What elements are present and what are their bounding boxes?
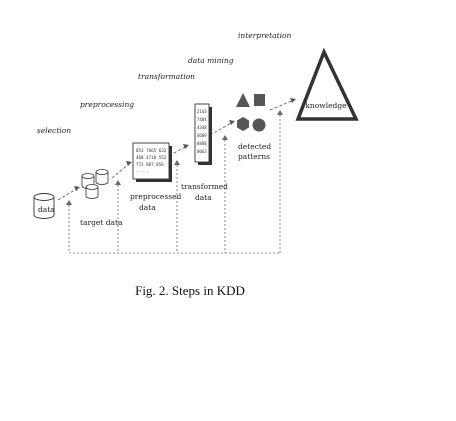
stage-preprocessed-line2: data — [139, 203, 156, 212]
step-arrows — [57, 99, 295, 201]
transformed-row: 8888 — [197, 141, 207, 146]
preprocessed-table-rows: 853 7665 632 468 4718 552 773 887 856 - … — [136, 148, 167, 174]
transformed-row: 6609 — [197, 133, 207, 138]
table-row: - - - — [136, 169, 149, 174]
feedback-lines — [68, 115, 281, 254]
stage-transformed-line2: data — [195, 193, 212, 202]
hexagon-shape — [237, 117, 249, 131]
square-shape — [254, 94, 265, 106]
stage-target-data: target data — [80, 218, 123, 227]
circle-shape — [252, 118, 266, 132]
step-arrowheads — [74, 98, 296, 191]
transformed-row: 0063 — [197, 149, 207, 154]
transformed-row: 4348 — [197, 125, 207, 130]
step-data-mining: data mining — [188, 56, 234, 65]
table-row: 853 7665 632 — [136, 148, 167, 153]
patterns-shapes-icon — [236, 93, 266, 132]
transformed-row: 7404 — [197, 117, 207, 122]
table-row: 773 887 856 — [136, 162, 164, 167]
stage-transformed-line1: transformed — [181, 182, 228, 191]
step-selection: selection — [37, 126, 71, 135]
target-data-cylinders-icon — [81, 169, 109, 199]
triangle-shape — [236, 93, 250, 107]
figure-caption: Fig. 2. Steps in KDD — [135, 283, 245, 298]
step-preprocessing: preprocessing — [80, 100, 134, 109]
transformed-data-icon — [194, 103, 212, 165]
stage-patterns-line2: patterns — [238, 152, 270, 161]
data-cylinder-icon — [33, 193, 55, 219]
step-interpretation: interpretation — [238, 31, 292, 40]
knowledge-triangle-icon — [295, 47, 359, 121]
stage-data: data — [38, 205, 55, 214]
transformed-row: 2143 — [197, 109, 207, 114]
stage-patterns-line1: detected — [238, 142, 271, 151]
feedback-arrowheads — [66, 110, 283, 205]
transformed-data-rows: 2143 7404 4348 6609 8888 0063 — [197, 109, 207, 154]
stage-knowledge: knowledge — [305, 101, 347, 110]
stage-preprocessed-line1: preprocessed — [130, 192, 182, 201]
step-transformation: transformation — [138, 72, 195, 81]
table-row: 468 4718 552 — [136, 155, 167, 160]
preprocessed-table-icon — [132, 142, 172, 182]
